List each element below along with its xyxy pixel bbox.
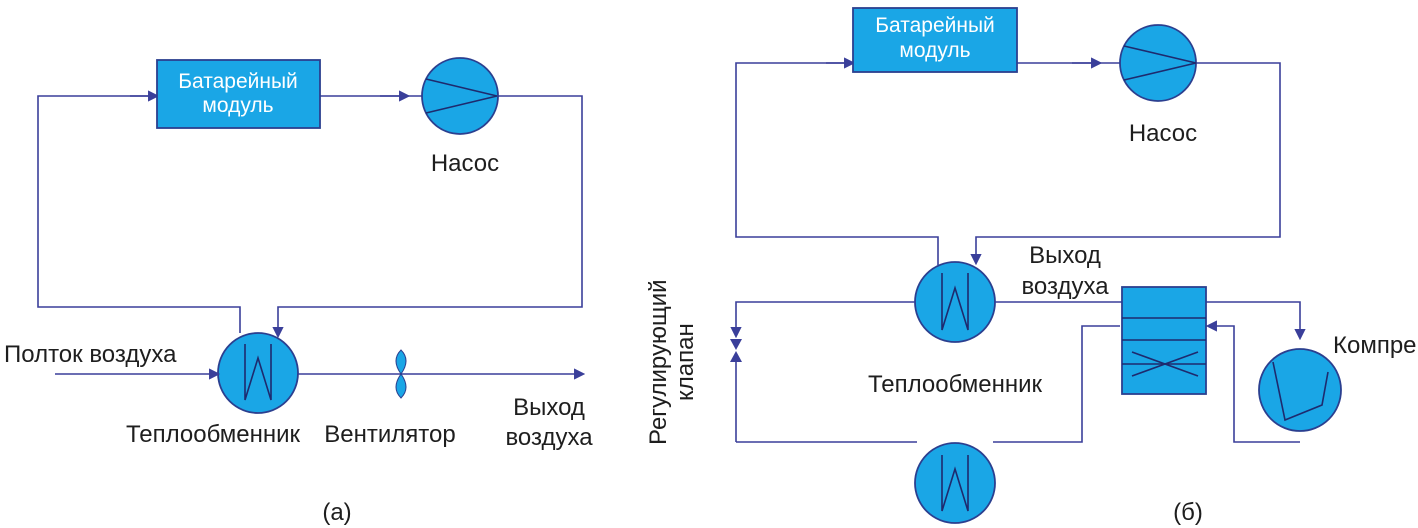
pipe-pump-return-b <box>970 62 1281 266</box>
pipe-bottom-right <box>993 325 1120 443</box>
control-valve-label-2: клапан <box>672 323 699 401</box>
control-valve-icon <box>730 339 742 362</box>
heat-exchanger-icon-b <box>914 261 996 343</box>
heat-exchanger-label-b: Теплообменник <box>868 371 1043 398</box>
air-out-label-b-2: воздуха <box>1021 273 1109 300</box>
battery-module-label-2: модуль <box>202 94 273 117</box>
pump-icon <box>421 57 499 135</box>
battery-module-b <box>852 7 1018 73</box>
caption-a: (а) <box>322 499 351 526</box>
compressor-label: Компре <box>1333 332 1417 359</box>
pipe-compressor-return <box>1205 320 1300 443</box>
heat-exchanger-icon <box>217 332 299 414</box>
compressor-icon <box>1258 348 1342 432</box>
diagram-b: Батарейный модуль Насос Теплообменник Вы… <box>645 7 1417 526</box>
pump-label: Насос <box>431 150 499 177</box>
battery-module-b-label-2: модуль <box>899 39 970 62</box>
battery-module-label-1: Батарейный <box>178 70 298 93</box>
pump-label-b: Насос <box>1129 120 1197 147</box>
control-valve-label-1: Регулирующий <box>645 279 672 445</box>
control-valve-label: Регулирующий клапан <box>645 279 699 445</box>
evaporator-icon <box>914 442 996 524</box>
caption-b: (б) <box>1173 499 1203 526</box>
heat-exchanger-label: Теплообменник <box>126 421 301 448</box>
pipe-pump-return <box>272 95 583 339</box>
fan-label: Вентилятор <box>324 421 455 448</box>
pipe-loop-left <box>37 95 241 333</box>
air-out-label-1: Выход <box>513 394 585 421</box>
pipe-refrigerant-left-top <box>730 301 915 339</box>
pump-icon-b <box>1119 24 1197 102</box>
chiller-box <box>1121 286 1207 395</box>
air-out-label-2: воздуха <box>505 424 593 451</box>
battery-module-a <box>156 59 321 129</box>
fan-icon <box>395 349 407 399</box>
air-out-label-b-1: Выход <box>1029 242 1101 269</box>
pipe-chiller-to-compressor <box>1206 301 1306 341</box>
air-in-label: Полток воздуха <box>4 341 177 368</box>
pipe-top-loop-left <box>735 62 939 265</box>
diagram-a: Батарейный модуль Насос Полток воздуха Т… <box>4 57 593 526</box>
battery-module-b-label-1: Батарейный <box>875 14 995 37</box>
